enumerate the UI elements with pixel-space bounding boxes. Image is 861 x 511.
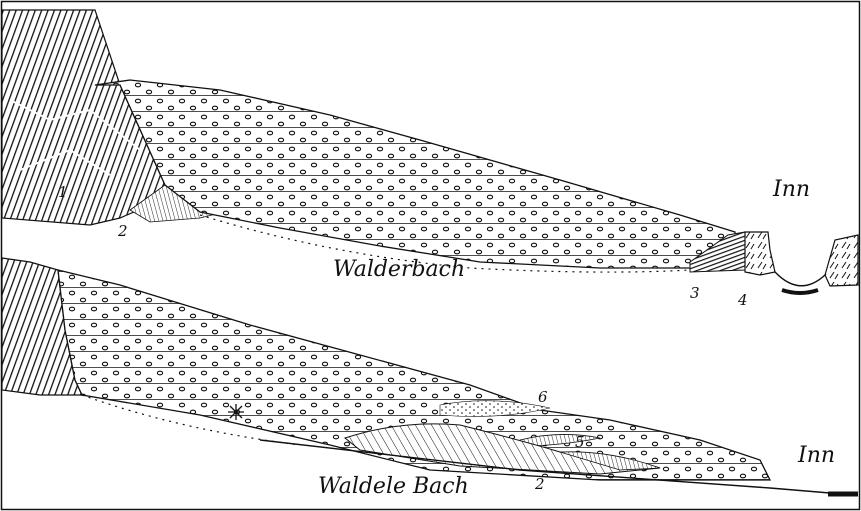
limestone-unit-4 xyxy=(745,232,775,275)
inn-water xyxy=(782,290,818,293)
lower-section xyxy=(2,258,858,494)
label-unit-5: 5 xyxy=(575,433,585,451)
label-unit-4: 4 xyxy=(737,291,748,309)
upper-section xyxy=(2,10,858,293)
label-unit-2: 2 xyxy=(117,222,128,240)
upper-river-label: Inn xyxy=(772,177,810,202)
label-unit-6: 6 xyxy=(538,388,548,406)
label-unit-1: 1 xyxy=(58,183,68,201)
upper-section-title: Walderbach xyxy=(333,257,465,282)
label-unit-3: 3 xyxy=(690,284,700,302)
label-unit-2-lower: 2 xyxy=(534,475,545,493)
limestone-right-bank xyxy=(825,235,858,286)
star-marker xyxy=(228,404,244,420)
inn-riverbed xyxy=(775,272,825,286)
lower-river-label: Inn xyxy=(797,443,835,468)
gravel-terrace xyxy=(95,80,735,268)
lower-section-title: Waldele Bach xyxy=(318,474,469,499)
